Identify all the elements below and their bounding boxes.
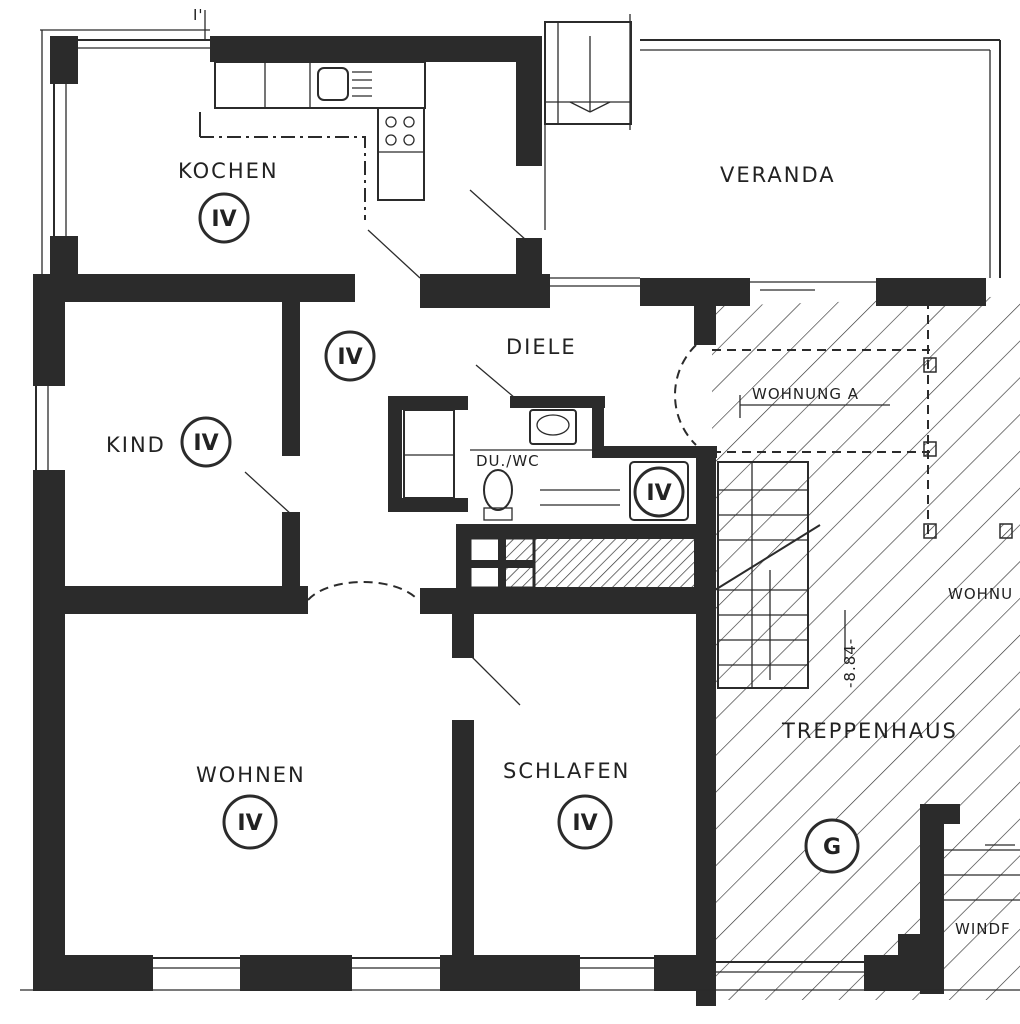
room-label-treppenhaus: TREPPENHAUS xyxy=(781,719,958,743)
svg-text:IV: IV xyxy=(211,207,236,232)
walls xyxy=(33,36,986,1006)
svg-text:IV: IV xyxy=(337,345,362,370)
badges: IV IV IV IV IV IV G xyxy=(180,192,860,874)
badge-schlafen: IV xyxy=(557,794,613,850)
room-label-wohnung-a: WOHNUNG A xyxy=(752,385,859,403)
badge-diele: IV xyxy=(324,330,376,382)
thin-lines xyxy=(20,10,1020,991)
room-label-windf: WINDF xyxy=(955,920,1011,938)
room-label-du-wc: DU./WC xyxy=(476,452,540,470)
svg-text:IV: IV xyxy=(646,481,671,506)
badge-bad: IV xyxy=(633,466,685,518)
room-label-diele: DIELE xyxy=(506,335,577,359)
room-label-veranda: VERANDA xyxy=(720,163,836,187)
room-labels: KOCHEN VERANDA DIELE KIND DU./WC WOHNUNG… xyxy=(106,6,1013,938)
svg-text:IV: IV xyxy=(193,431,218,456)
badge-wohnen: IV xyxy=(222,794,278,850)
svg-text:IV: IV xyxy=(237,811,262,836)
room-label-schlafen: SCHLAFEN xyxy=(503,759,630,783)
room-label-kind: KIND xyxy=(106,433,166,457)
dimension-label: -8.84- xyxy=(841,638,859,688)
badge-treppenhaus: G xyxy=(804,818,860,874)
section-mark: I' xyxy=(193,6,204,24)
room-label-wohnu: WOHNU xyxy=(948,585,1013,603)
svg-text:G: G xyxy=(823,835,841,860)
shaft-grid xyxy=(468,536,536,590)
badge-kind: IV xyxy=(180,416,232,468)
room-label-kochen: KOCHEN xyxy=(178,159,279,183)
svg-text:IV: IV xyxy=(572,811,597,836)
room-label-wohnen: WOHNEN xyxy=(196,763,306,787)
badge-kochen: IV xyxy=(198,192,250,244)
